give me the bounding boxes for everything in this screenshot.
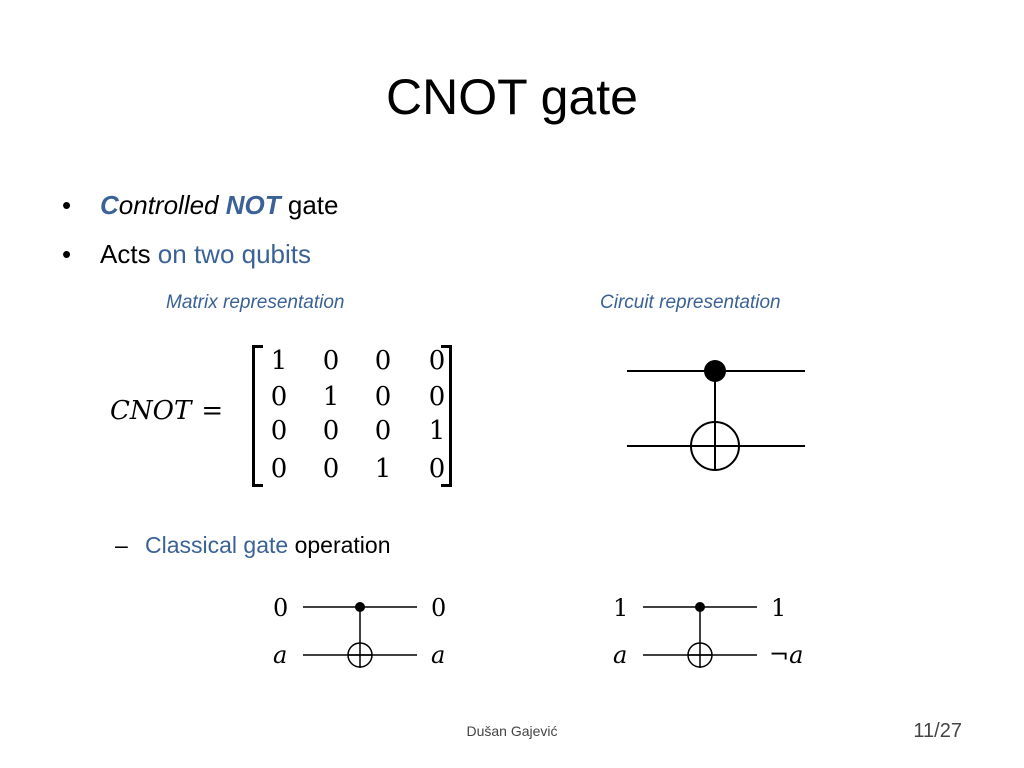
matrix-cell: 0 (322, 416, 340, 446)
matrix-cell: 1 (322, 382, 340, 412)
matrix-cell: 0 (374, 346, 392, 376)
bullet-plain-text: Acts (100, 239, 158, 269)
left-bracket (252, 345, 263, 487)
output-bottom-label: a (431, 641, 445, 669)
matrix-cell: 1 (428, 416, 446, 446)
sub-bullet-classical: –Classical gate operation (115, 529, 391, 561)
matrix-cell: 1 (270, 346, 288, 376)
output-top-label: 1 (771, 594, 786, 622)
classical-circuit-one: 1 a 1 ¬a (613, 594, 803, 669)
bullet-blue-text: on two qubits (157, 239, 312, 269)
bullet-first-letter: C (100, 190, 119, 220)
control-dot (355, 602, 365, 612)
output-top-label: 0 (431, 594, 446, 622)
matrix-cell: 1 (374, 454, 392, 484)
matrix-cell: 0 (322, 454, 340, 484)
page-number: 11/27 (913, 720, 962, 742)
matrix-cell: 0 (322, 346, 340, 376)
slide-title: CNOT gate (386, 69, 638, 125)
equals-sign: = (201, 396, 224, 426)
matrix-cell: 0 (270, 382, 288, 412)
bullet-not-emphasis: NOT (225, 190, 281, 220)
output-bottom-label: ¬a (769, 641, 803, 669)
matrix-cell: 0 (374, 382, 392, 412)
control-dot (695, 602, 705, 612)
bullet-marker: • (62, 190, 72, 220)
bullet-tail-text: gate (280, 190, 339, 220)
cnot-matrix-equation: CNOT = 1 0 0 0 0 1 0 0 0 0 0 1 0 0 1 0 (110, 340, 460, 490)
input-bottom-label: a (273, 641, 287, 669)
matrix-caption: Matrix representation (166, 292, 345, 313)
input-bottom-label: a (613, 641, 627, 669)
bullet-italic-text: ontrolled (118, 190, 226, 220)
cnot-circuit-diagram (627, 360, 805, 471)
matrix-cell: 0 (270, 416, 288, 446)
bullet-two-qubits: • Acts on two qubits (62, 237, 311, 271)
circuit-caption: Circuit representation (600, 292, 781, 313)
bullet-controlled-not: • Controlled NOT gate (62, 188, 338, 222)
sub-bullet-marker: – (115, 532, 128, 558)
matrix-label: CNOT = (110, 396, 223, 426)
matrix-cell: 0 (270, 454, 288, 484)
cnot-matrix: 1 0 0 0 0 1 0 0 0 0 0 1 0 0 1 0 (252, 340, 452, 488)
footer-author: Dušan Gajević (466, 723, 558, 739)
matrix-cell: 0 (428, 454, 446, 484)
control-dot (704, 360, 726, 382)
matrix-name: CNOT (110, 396, 192, 426)
matrix-cell: 0 (428, 382, 446, 412)
input-top-label: 1 (613, 594, 628, 622)
classical-circuit-zero: 0 a 0 a (273, 594, 446, 669)
matrix-cell: 0 (428, 346, 446, 376)
matrix-cell: 0 (374, 416, 392, 446)
sub-bullet-plain-text: operation (288, 532, 391, 558)
sub-bullet-blue-text: Classical gate (145, 532, 289, 558)
right-bracket (441, 345, 452, 487)
bullet-marker: • (62, 239, 72, 269)
input-top-label: 0 (273, 594, 288, 622)
